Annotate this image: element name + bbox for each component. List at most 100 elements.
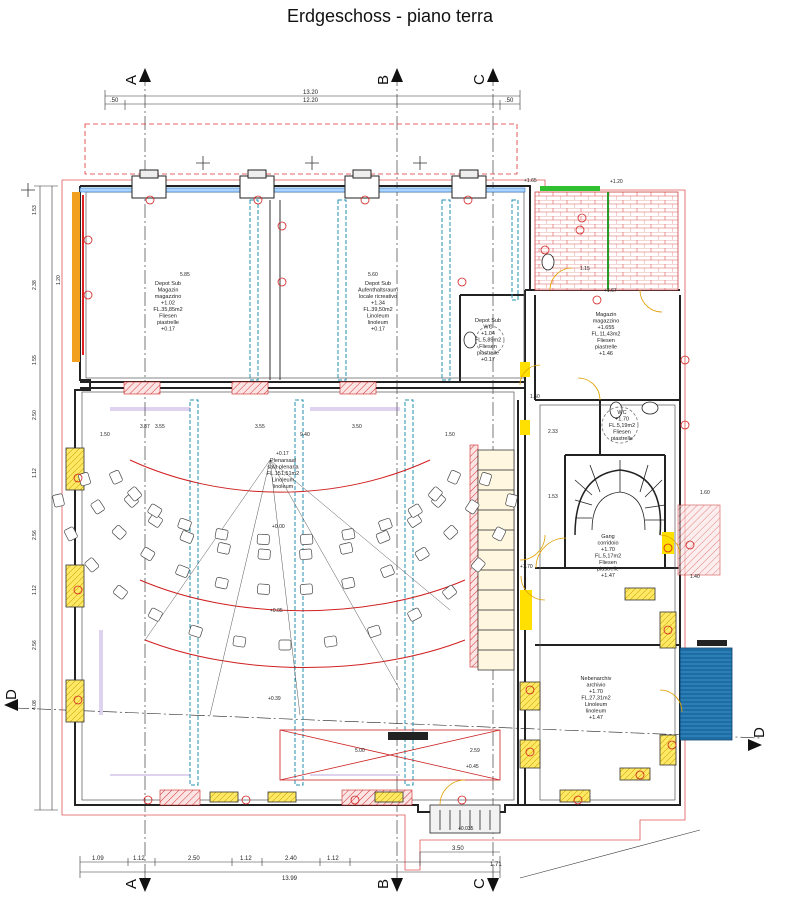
seating-arcs: [129, 459, 466, 669]
seat: [407, 607, 422, 622]
dimension-label: 2.50: [32, 410, 38, 420]
seat: [148, 607, 163, 622]
level-label: +0.17: [276, 451, 289, 457]
level-marker: [575, 225, 585, 235]
seat: [140, 546, 156, 562]
structural-grid: [189, 199, 519, 786]
seat: [492, 526, 506, 542]
level-marker: [143, 795, 153, 805]
seat: [300, 533, 314, 545]
dimension-label: 1.40: [690, 574, 700, 580]
dimension-label: 5.00: [355, 748, 365, 754]
seat: [111, 525, 127, 540]
dimension-label: 2.33: [548, 429, 558, 435]
seat: [214, 576, 229, 590]
dimension-label: 3.87: [140, 424, 150, 430]
dimension-label: 2.38: [32, 280, 38, 290]
seat: [90, 499, 105, 515]
level-marker: [83, 235, 93, 245]
right-annex: [677, 504, 721, 576]
dimension-label: 1.20: [56, 275, 62, 285]
stage-bar: [388, 732, 428, 740]
annotation-lines: [99, 407, 400, 776]
level-marker: [73, 585, 83, 595]
axis-label-a-bottom: A: [123, 879, 140, 889]
level-marker: [680, 355, 690, 365]
seat: [443, 525, 459, 540]
level-label: +1.70: [520, 564, 533, 570]
dimension-label: 3.50: [352, 424, 362, 430]
level-marker: [277, 221, 287, 231]
dimension-label: 2.56: [32, 530, 38, 540]
seat: [470, 557, 486, 573]
dimension-label: 5.85: [180, 272, 190, 278]
dimension-label: 1.50: [100, 432, 110, 438]
seat: [414, 546, 430, 562]
seat: [214, 528, 229, 541]
level-marker: [350, 795, 360, 805]
dimension-label: 1.60: [700, 490, 710, 496]
seat: [479, 472, 492, 487]
seat: [278, 639, 292, 651]
side-stairs: [477, 449, 515, 671]
level-marker: [577, 213, 587, 223]
level-marker: [73, 695, 83, 705]
level-marker: [83, 290, 93, 300]
level-label: +0.035: [458, 826, 474, 832]
level-marker: [685, 540, 695, 550]
door-swings: [439, 267, 683, 806]
seat: [127, 486, 142, 502]
seat: [147, 503, 163, 518]
seat: [505, 493, 518, 508]
left-dimension-labels: 1.532.381.552.501.122.561.122.564.081.20: [32, 205, 62, 710]
dimension-label: 3.55: [155, 424, 165, 430]
level-label: +0.05: [270, 608, 283, 614]
level-marker: [277, 277, 287, 287]
axis-label-b-top: B: [375, 75, 392, 85]
level-label: +0.39: [268, 696, 281, 702]
seat: [84, 557, 100, 573]
level-marker: [457, 277, 467, 287]
facade-elements: [72, 186, 600, 362]
level-label: +0.00: [272, 524, 285, 530]
dim-top-right: .50: [505, 98, 514, 104]
level-marker: [667, 740, 677, 750]
level-marker: [663, 543, 673, 553]
dim-top-left: .50: [110, 98, 119, 104]
level-marker: [592, 295, 602, 305]
level-marker: [253, 195, 263, 205]
dim-top-inner: 12.20: [303, 98, 319, 104]
seat: [407, 503, 423, 518]
level-label: +1.20: [610, 179, 623, 185]
level-marker: [525, 685, 535, 695]
vent-markers: [21, 156, 427, 197]
seat: [428, 486, 443, 502]
level-marker: [525, 747, 535, 757]
top-windows: [131, 169, 487, 199]
level-marker: [680, 420, 690, 430]
axis-markers: A B C A B C D D: [3, 68, 768, 892]
seat: [109, 469, 123, 485]
yellow-markers: [520, 362, 674, 630]
dim-bottom-part-3: 2.50: [188, 856, 200, 862]
seat: [257, 583, 271, 595]
seat: [442, 585, 457, 600]
external-ramp: [679, 647, 733, 741]
dim-bottom-part-6: 1.12: [327, 856, 339, 862]
level-marker: [360, 195, 370, 205]
dim-bottom-total: 13.99: [282, 876, 298, 882]
seat: [256, 533, 270, 545]
seats-group: [52, 469, 518, 651]
dim-bottom-part-4: 1.12: [240, 856, 252, 862]
seat: [367, 624, 382, 638]
axis-label-d-right: D: [751, 727, 768, 738]
